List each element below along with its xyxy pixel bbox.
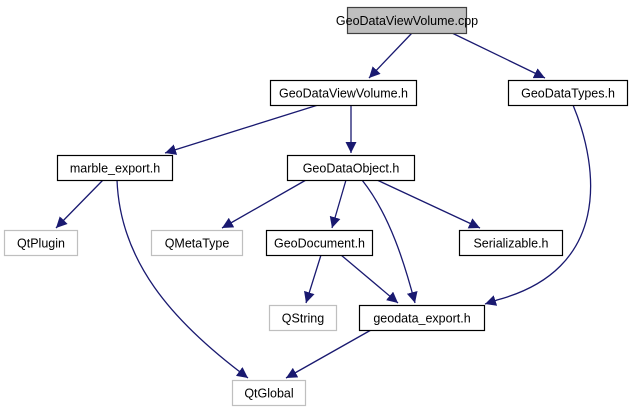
edges: [55, 32, 592, 379]
edge-geodocument_h-to-qstring: [304, 254, 322, 304]
node-box: [150, 229, 244, 257]
node-label: marble_export.h: [70, 162, 160, 176]
node-gdvv_h[interactable]: GeoDataViewVolume.h: [269, 79, 418, 107]
node-box: [286, 154, 416, 182]
node-box: [231, 379, 307, 407]
edge-marble_export_h-to-qtglobal: [116, 179, 249, 379]
node-geodocument_h[interactable]: GeoDocument.h: [265, 229, 374, 257]
node-label: GeoDataObject.h: [303, 162, 400, 176]
node-qstring: QString: [268, 304, 338, 332]
node-geodata_export_h[interactable]: geodata_export.h: [358, 304, 486, 332]
node-label: GeoDocument.h: [274, 237, 365, 251]
node-box: [269, 79, 418, 107]
nodes: GeoDataViewVolume.cppGeoDataViewVolume.h…: [3, 6, 629, 407]
edge-gdtypes_h-to-geodata_export_h: [484, 104, 592, 306]
node-label: QtGlobal: [244, 387, 293, 401]
node-box: [56, 154, 174, 182]
node-box: [346, 6, 468, 35]
node-label: GeoDataViewVolume.h: [279, 87, 408, 101]
edge-gdobject_h-to-geodocument_h: [329, 179, 347, 229]
node-box: [358, 304, 486, 332]
node-qtplugin: QtPlugin: [3, 229, 79, 257]
node-label: QMetaType: [165, 237, 230, 251]
edge-gdobject_h-to-geodata_export_h: [361, 179, 418, 304]
node-qmetatype: QMetaType: [150, 229, 244, 257]
node-box: [3, 229, 79, 257]
node-label: Serializable.h: [473, 237, 548, 251]
node-label: geodata_export.h: [373, 312, 470, 326]
node-box: [265, 229, 374, 257]
edge-marble_export_h-to-qtplugin: [55, 179, 104, 229]
edge-gdobject_h-to-qmetatype: [221, 179, 307, 229]
node-serializable_h[interactable]: Serializable.h: [458, 229, 564, 257]
node-label: QString: [282, 312, 324, 326]
node-label: QtPlugin: [17, 237, 65, 251]
node-box: [268, 304, 338, 332]
edge-geodata_export_h-to-qtglobal: [285, 329, 372, 379]
node-gdtypes_h[interactable]: GeoDataTypes.h: [507, 79, 629, 107]
edge-root-to-gdtypes_h: [451, 32, 546, 79]
node-qtglobal: QtGlobal: [231, 379, 307, 407]
node-gdobject_h[interactable]: GeoDataObject.h: [286, 154, 416, 182]
node-label: GeoDataViewVolume.cpp: [336, 14, 478, 28]
edge-geodocument_h-to-geodata_export_h: [340, 254, 399, 304]
node-root[interactable]: GeoDataViewVolume.cpp: [336, 6, 478, 35]
node-box: [507, 79, 629, 107]
edge-gdvv_h-to-marble_export_h: [164, 104, 319, 155]
node-marble_export_h[interactable]: marble_export.h: [56, 154, 174, 182]
node-box: [458, 229, 564, 257]
edge-gdobject_h-to-serializable_h: [376, 179, 481, 229]
node-label: GeoDataTypes.h: [521, 87, 615, 101]
edge-root-to-gdvv_h: [368, 32, 413, 79]
